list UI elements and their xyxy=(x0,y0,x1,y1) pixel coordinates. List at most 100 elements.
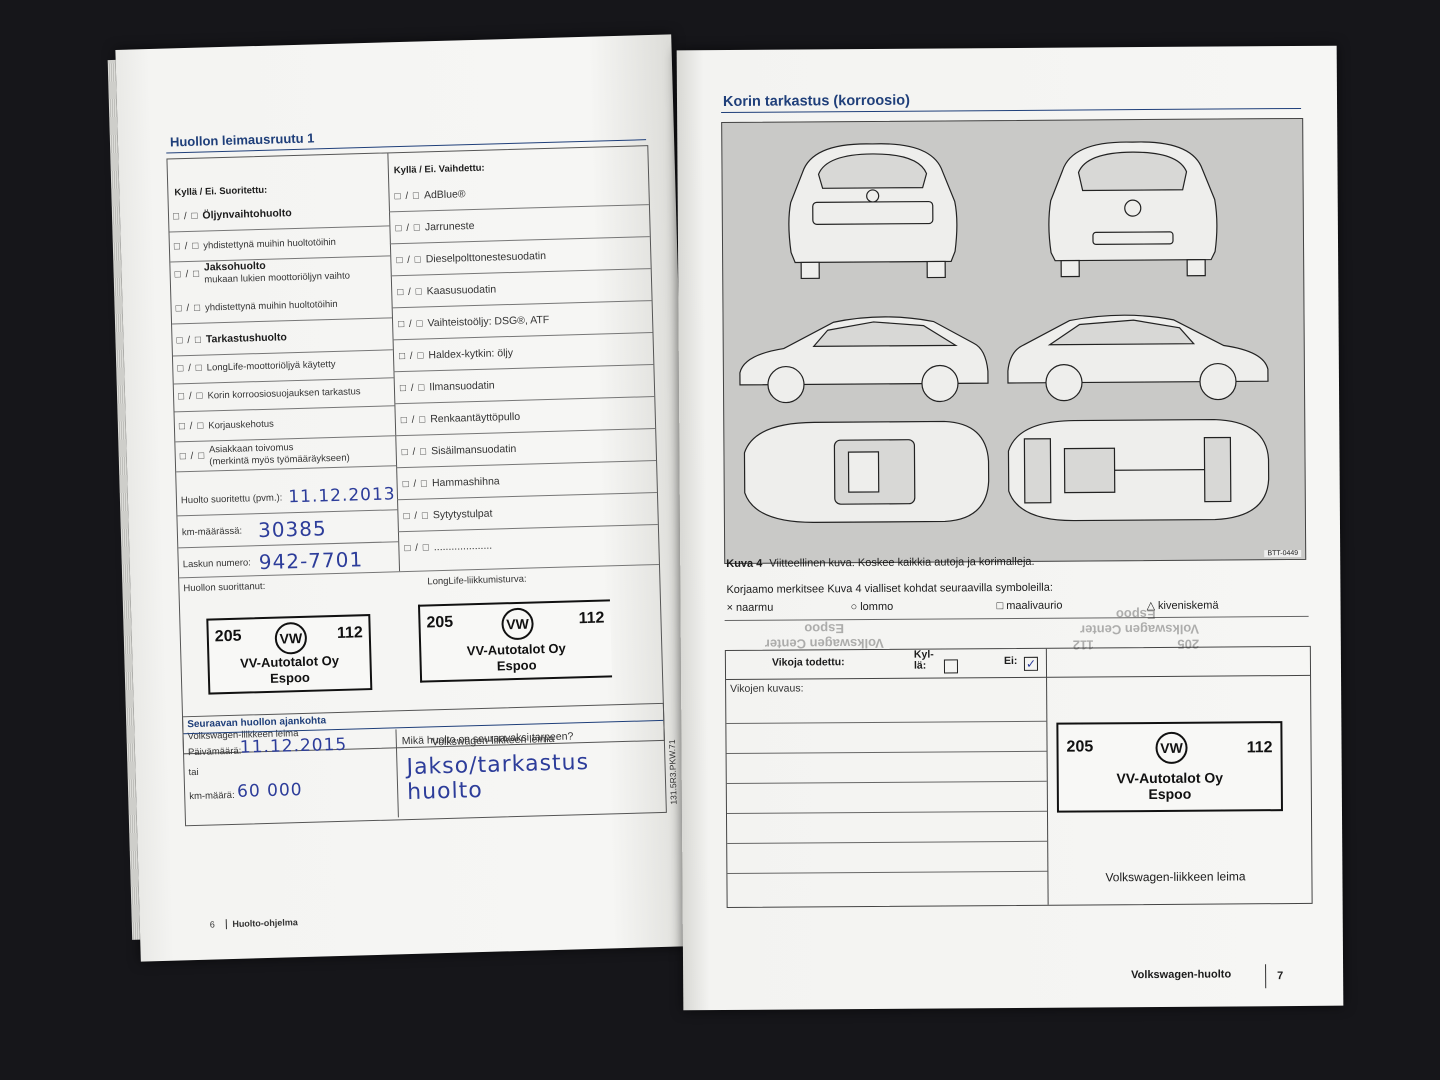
col-b-label: Jarruneste xyxy=(424,219,475,234)
left-footer: 6 Huolto-ohjelma xyxy=(209,917,298,930)
service-date-value: 11.12.2013 xyxy=(288,484,396,508)
vw-logo-icon: VW xyxy=(1155,731,1188,764)
checkbox-pair[interactable]: □ / □ xyxy=(177,390,204,402)
next-km-value: 60 000 xyxy=(236,780,303,802)
col-b-label: Sisäilmansuodatin xyxy=(430,442,517,458)
col-b-label: Sytytystulpat xyxy=(432,507,493,522)
checkbox-pair[interactable]: □ / □ xyxy=(395,221,422,234)
col-a-sublabel: (merkintä myös työmääräykseen) xyxy=(209,452,350,468)
col-b-label: Vaihteistoöljy: DSG®, ATF xyxy=(427,313,550,330)
description-line xyxy=(726,810,1047,814)
defect-form: Vikoja todettu: Kyl- lä: Ei: ✓ Vikojen k… xyxy=(724,645,1313,908)
legend-label: naarmu xyxy=(735,601,774,614)
checkbox-pair[interactable]: □ / □ xyxy=(394,189,421,202)
checkbox-pair[interactable]: □ / □ xyxy=(402,477,429,490)
checkbox-pair[interactable]: □ / □ xyxy=(173,240,200,252)
stamp-caption-right: Volkswagen-liikkeen leima xyxy=(1105,869,1246,885)
checkbox-pair[interactable]: □ / □ xyxy=(399,381,426,394)
col-b-label: Dieselpolttonestesuodatin xyxy=(425,249,547,266)
defects-found-label: Vikoja todettu: xyxy=(771,656,845,669)
description-line xyxy=(726,780,1047,784)
legend-label: lommo xyxy=(860,600,894,614)
legend-label: maalivaurio xyxy=(1006,599,1063,613)
next-service-title: Seuraavan huollon ajankohta xyxy=(187,715,327,731)
car-body-diagram: BTT-0449 xyxy=(721,117,1307,564)
col-a-label: Öljynvaihtohuolto xyxy=(202,207,292,222)
checkbox-pair[interactable]: □ / □ xyxy=(404,541,430,554)
diagram-code: BTT-0449 xyxy=(1264,549,1302,558)
col-a-label: Korin korroosiosuojauksen tarkastus xyxy=(207,386,361,402)
checkbox-pair[interactable]: □ / □ xyxy=(396,253,422,266)
defects-yes-checkbox[interactable] xyxy=(943,659,959,674)
performer-label: Huollon suorittanut: xyxy=(183,580,266,595)
ghost-stamp-mirror: Volkswagen Center Espoo xyxy=(764,621,884,652)
col-a-label: LongLife-moottoriöljyä käytetty xyxy=(206,358,336,374)
defects-no-checkbox[interactable]: ✓ xyxy=(1023,656,1038,671)
right-page: Korin tarkastus (korroosio) xyxy=(676,45,1344,1011)
left-page-title: Huollon leimausruutu 1 xyxy=(169,130,315,150)
legend-symbol-icon: × xyxy=(726,601,734,614)
legend: ×naarmu○lommo□maalivaurio△kiveniskemä xyxy=(727,598,1307,615)
next-service-question: Mikä huolto on seuraavaksi tarpeen? xyxy=(401,730,574,748)
service-stamp-form: Kyllä / Ei. Suoritettu: Kyllä / Ei. Vaih… xyxy=(166,145,665,755)
print-code: 131.5R3.PKW.71 xyxy=(666,739,679,805)
description-line xyxy=(726,720,1047,724)
legend-item: ○lommo xyxy=(851,600,997,614)
next-service-box: Seuraavan huollon ajankohta Päivämäärä: … xyxy=(182,702,667,827)
col-b-item: □ / □.................... xyxy=(404,526,655,563)
col-a-label: Tarkastushuolto xyxy=(205,331,287,346)
checkbox-pair[interactable]: □ / □ xyxy=(176,334,203,346)
dealer-stamp: 205 VW 112 VV-Autotalot Oy Espoo xyxy=(206,614,373,695)
longlife-label: LongLife-liikkumisturva: xyxy=(427,573,527,588)
vw-logo-icon: VW xyxy=(501,607,535,641)
col-a-label: Jaksohuolto xyxy=(203,259,266,274)
description-line xyxy=(727,870,1048,874)
col-b-label: .................... xyxy=(433,539,493,554)
description-line xyxy=(726,750,1047,754)
col-b-label: AdBlue® xyxy=(423,188,466,202)
col-b-label: Hammashihna xyxy=(431,475,500,490)
description-label: Vikojen kuvaus: xyxy=(730,682,804,695)
checkbox-pair[interactable]: □ / □ xyxy=(403,509,430,522)
col-b-label: Haldex-kytkin: öljy xyxy=(428,346,514,362)
checkbox-pair[interactable]: □ / □ xyxy=(397,285,423,298)
checkbox-pair[interactable]: □ / □ xyxy=(179,450,206,462)
col-a-sublabel: mukaan lukien moottoriöljyn vaihto xyxy=(204,270,351,286)
right-footer-title: Volkswagen-huolto xyxy=(1131,968,1232,982)
right-footer-page: 7 xyxy=(1277,970,1284,983)
legend-symbol-icon: ○ xyxy=(850,601,858,614)
vw-logo-icon: VW xyxy=(274,621,308,655)
col-a-label: Korjauskehotus xyxy=(208,418,274,432)
description-line xyxy=(727,840,1048,844)
legend-symbol-icon: □ xyxy=(996,600,1004,613)
legend-item: ×naarmu xyxy=(727,601,851,615)
checkbox-pair[interactable]: □ / □ xyxy=(178,420,205,432)
page-edge xyxy=(107,59,141,940)
checkbox-pair[interactable]: □ / □ xyxy=(401,445,428,458)
legend-intro: Korjaamo merkitsee Kuva 4 vialliset kohd… xyxy=(726,581,1053,596)
checkbox-pair[interactable]: □ / □ xyxy=(177,362,203,374)
col-b-label: Ilmansuodatin xyxy=(429,379,495,394)
checkbox-pair[interactable]: □ / □ xyxy=(400,413,427,426)
checkbox-pair[interactable]: □ / □ xyxy=(175,302,202,314)
figure-caption: Kuva 4 Viitteellinen kuva. Koskee kaikki… xyxy=(726,555,1035,570)
next-service-value: Jakso/tarkastus huolto xyxy=(406,749,590,806)
col-a-label: yhdistettynä muihin huoltotöihin xyxy=(203,236,336,252)
checkbox-pair[interactable]: □ / □ xyxy=(398,349,425,362)
car-outlines xyxy=(739,141,1270,523)
invoice-value: 942-7701 xyxy=(258,547,364,575)
col-b-label: Renkaantäyttöpullo xyxy=(430,410,521,426)
ghost-stamp-mirror-2: 205 112 Volkswagen Center Espoo xyxy=(1072,606,1200,653)
km-value: 30385 xyxy=(257,516,327,543)
longlife-stamp: 205 VW 112 VV-Autotalot Oy Espoo xyxy=(417,599,613,683)
checkbox-pair[interactable]: □ / □ xyxy=(397,317,424,330)
checkbox-pair[interactable]: □ / □ xyxy=(174,268,201,280)
dealer-stamp-right: 205 VW 112 VV-Autotalot Oy Espoo xyxy=(1056,721,1283,813)
next-date-value: 11.12.2015 xyxy=(239,734,348,758)
col-a-label: yhdistettynä muihin huoltotöihin xyxy=(204,298,338,314)
right-page-title: Korin tarkastus (korroosio) xyxy=(722,92,910,110)
checkbox-pair[interactable]: □ / □ xyxy=(172,210,199,222)
col-b-label: Kaasusuodatin xyxy=(426,283,497,298)
